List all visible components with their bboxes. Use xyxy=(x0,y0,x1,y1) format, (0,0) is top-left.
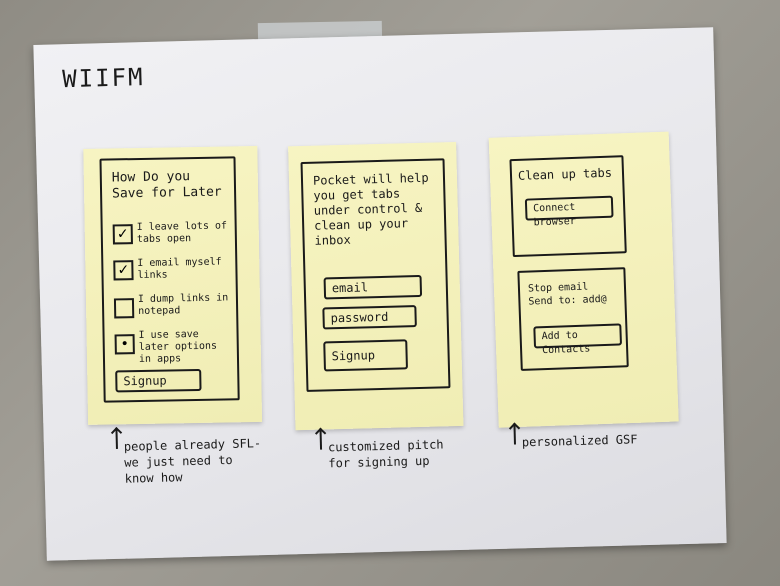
checkbox-checked[interactable]: ✓ xyxy=(113,260,134,281)
page-title: WIIFM xyxy=(61,63,145,94)
signup-button[interactable]: Signup xyxy=(323,339,408,372)
checkbox-unchecked[interactable] xyxy=(113,298,135,319)
email-field[interactable]: email xyxy=(323,274,423,300)
paper-sheet: WIIFM How Do you Save for Later ✓ I leav… xyxy=(33,27,727,561)
option-label: I leave lots of tabs open xyxy=(136,220,228,246)
caption: people already SFL- we just need to know… xyxy=(123,436,262,486)
sticky-note-save-for-later: How Do you Save for Later ✓ I leave lots… xyxy=(83,145,263,425)
caption: personalized GSF xyxy=(521,432,638,450)
password-field[interactable]: password xyxy=(322,305,417,330)
checkbox-checked[interactable]: ✓ xyxy=(112,224,133,245)
note-heading: Pocket will help you get tabs under cont… xyxy=(312,170,429,248)
signup-button[interactable]: Signup xyxy=(115,368,202,393)
checkbox-dot[interactable]: • xyxy=(114,334,135,355)
caption: customized pitch for signing up xyxy=(327,437,444,471)
option-label: I dump links in notepad xyxy=(137,292,229,318)
option-label: I email myself links xyxy=(137,256,222,282)
sticky-note-personalized: Clean up tabs Connect browser Stop email… xyxy=(488,131,679,428)
connect-browser-button[interactable]: Connect browser xyxy=(524,195,614,228)
option-label: I use save later options in apps xyxy=(138,328,218,366)
section-heading: Stop email Send to: add@ xyxy=(527,281,607,308)
note-heading: How Do you Save for Later xyxy=(111,169,222,202)
add-to-contacts-button[interactable]: Add to Contacts xyxy=(533,323,623,356)
sticky-note-pitch: Pocket will help you get tabs under cont… xyxy=(288,141,464,431)
